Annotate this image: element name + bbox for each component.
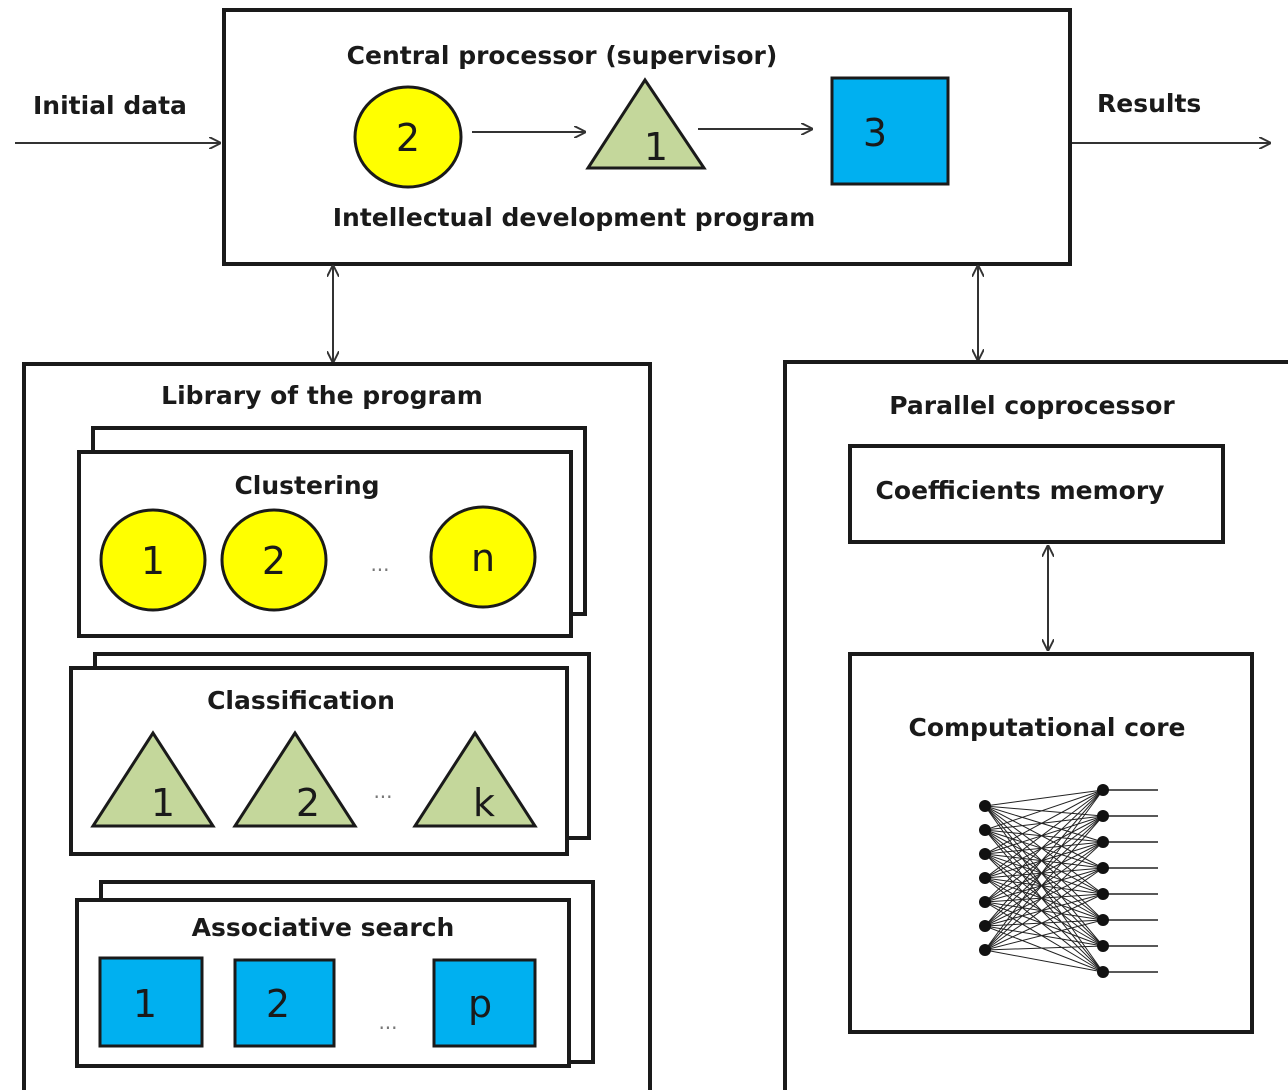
classification-item-1-label: 1 bbox=[151, 781, 175, 825]
associative-item-1: 1 bbox=[98, 956, 204, 1048]
clustering-title: Clustering bbox=[234, 471, 379, 500]
clustering-item-n: n bbox=[429, 505, 537, 609]
supervisor-circle: 2 bbox=[353, 85, 463, 189]
associative-item-p-label: p bbox=[468, 982, 492, 1026]
clustering-item-1: 1 bbox=[99, 508, 207, 612]
clustering-item-1-label: 1 bbox=[141, 539, 165, 583]
library-title: Library of the program bbox=[161, 381, 483, 410]
associative-item-2-label: 2 bbox=[266, 982, 290, 1026]
associative-item-p: p bbox=[432, 958, 537, 1048]
classification-ellipsis: ... bbox=[373, 779, 392, 803]
supervisor-square-label: 3 bbox=[863, 111, 887, 155]
clustering-item-2-label: 2 bbox=[262, 539, 286, 583]
results-label: Results bbox=[1097, 89, 1201, 118]
classification-item-2-label: 2 bbox=[296, 781, 320, 825]
coefficients-memory-label: Coefficients memory bbox=[876, 476, 1165, 505]
classification-title: Classification bbox=[207, 686, 395, 715]
supervisor-triangle-label: 1 bbox=[644, 125, 668, 169]
associative-item-2: 2 bbox=[233, 958, 336, 1048]
classification-item-k: k bbox=[412, 730, 538, 828]
associative-title: Associative search bbox=[192, 913, 455, 942]
associative-item-1-label: 1 bbox=[133, 982, 157, 1026]
initial-data-label: Initial data bbox=[33, 91, 187, 120]
central-processor-title: Central processor (supervisor) bbox=[347, 41, 778, 70]
clustering-item-n-label: n bbox=[471, 536, 495, 580]
coefficients-memory-box bbox=[848, 444, 1225, 544]
computational-core-label: Computational core bbox=[908, 713, 1185, 742]
supervisor-circle-label: 2 bbox=[396, 116, 420, 160]
intellectual-program-label: Intellectual development program bbox=[333, 203, 816, 232]
classification-item-1: 1 bbox=[90, 730, 216, 828]
supervisor-square: 3 bbox=[830, 76, 950, 186]
supervisor-triangle: 1 bbox=[585, 77, 707, 170]
neural-network-icon bbox=[979, 784, 1158, 978]
coprocessor-title: Parallel coprocessor bbox=[889, 391, 1175, 420]
associative-ellipsis: ... bbox=[378, 1010, 397, 1034]
clustering-item-2: 2 bbox=[220, 508, 328, 612]
clustering-ellipsis: ... bbox=[370, 552, 389, 576]
classification-item-2: 2 bbox=[232, 730, 358, 828]
classification-item-k-label: k bbox=[473, 781, 495, 825]
